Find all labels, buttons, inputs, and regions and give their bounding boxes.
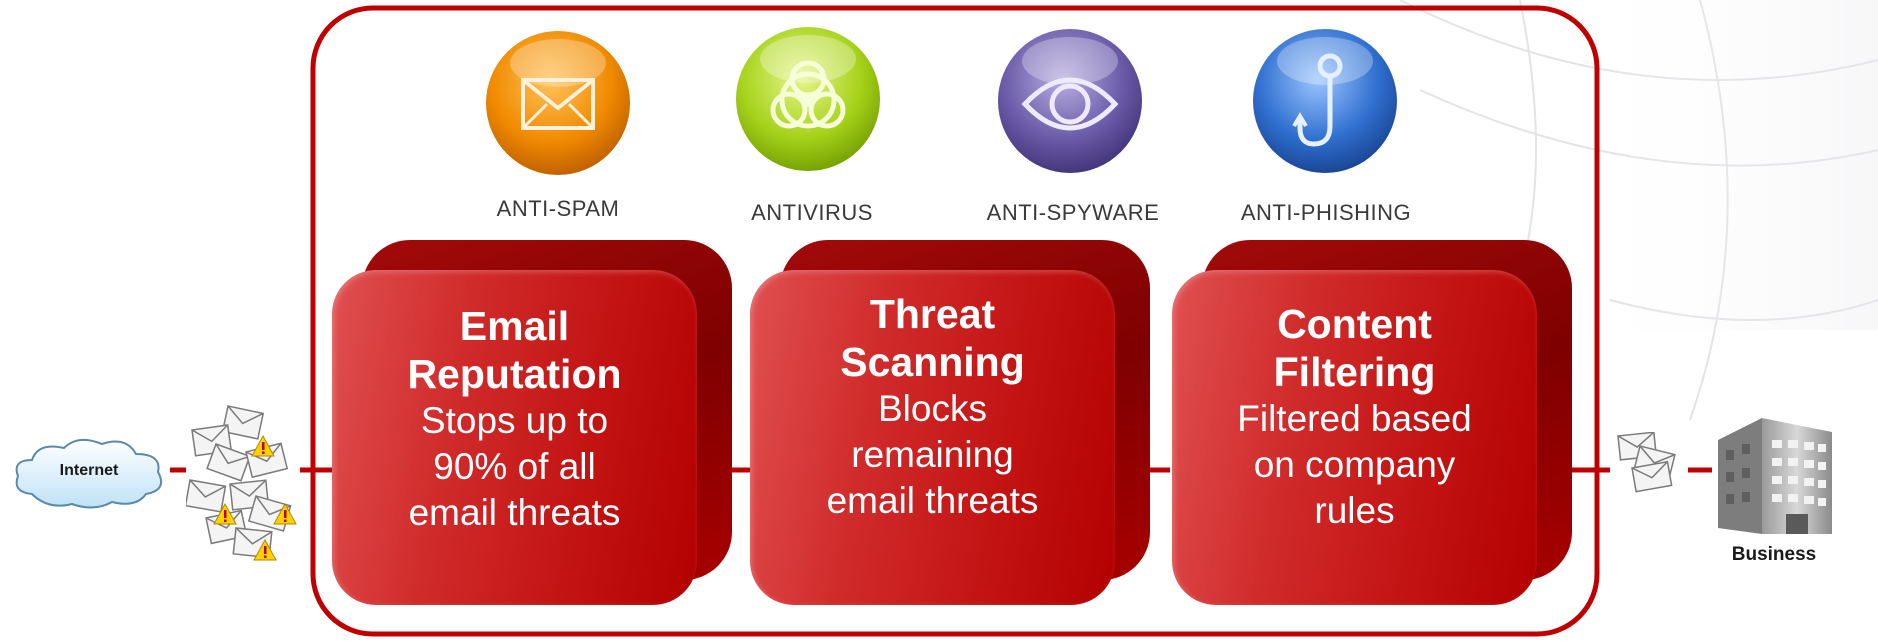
threat-scanning-box: Threat Scanning Blocks remaining email t… [750, 240, 1150, 610]
envelope-icon [486, 31, 630, 175]
email-reputation-description: Stops up to 90% of all email threats [408, 400, 621, 533]
fishhook-icon [1253, 29, 1397, 173]
anti-spam-label: ANTI-SPAM [496, 196, 620, 221]
anti-spam-orb [483, 28, 633, 178]
antivirus-orb [733, 24, 883, 174]
biohazard-icon [736, 27, 880, 171]
email-reputation-title: Email Reputation [407, 303, 622, 397]
filter-frame [310, 5, 1600, 637]
office-building-icon [1718, 418, 1832, 534]
business-label: Business [1731, 544, 1817, 565]
cloud-icon [15, 438, 162, 509]
warning-icons [213, 434, 297, 561]
anti-phishing-orb [1250, 26, 1400, 176]
envelope-warning-stack-icon [186, 405, 297, 561]
eye-icon [998, 29, 1142, 173]
content-filtering-title: Content Filtering [1273, 301, 1436, 395]
envelope-stack-icon [1617, 432, 1676, 493]
threat-scanning-title: Threat Scanning [840, 291, 1025, 385]
threat-scanning-description: Blocks remaining email threats [826, 388, 1039, 521]
email-reputation-box: Email Reputation Stops up to 90% of all … [332, 240, 732, 610]
antivirus-label: ANTIVIRUS [751, 200, 873, 225]
anti-spyware-orb [995, 26, 1145, 176]
content-filtering-box: Content Filtering Filtered based on comp… [1172, 240, 1572, 610]
anti-spyware-label: ANTI-SPYWARE [986, 200, 1160, 225]
anti-phishing-label: ANTI-PHISHING [1240, 200, 1412, 225]
content-filtering-description: Filtered based on company rules [1237, 398, 1472, 531]
internet-source: Internet [8, 432, 170, 512]
internet-label: Internet [59, 462, 119, 479]
